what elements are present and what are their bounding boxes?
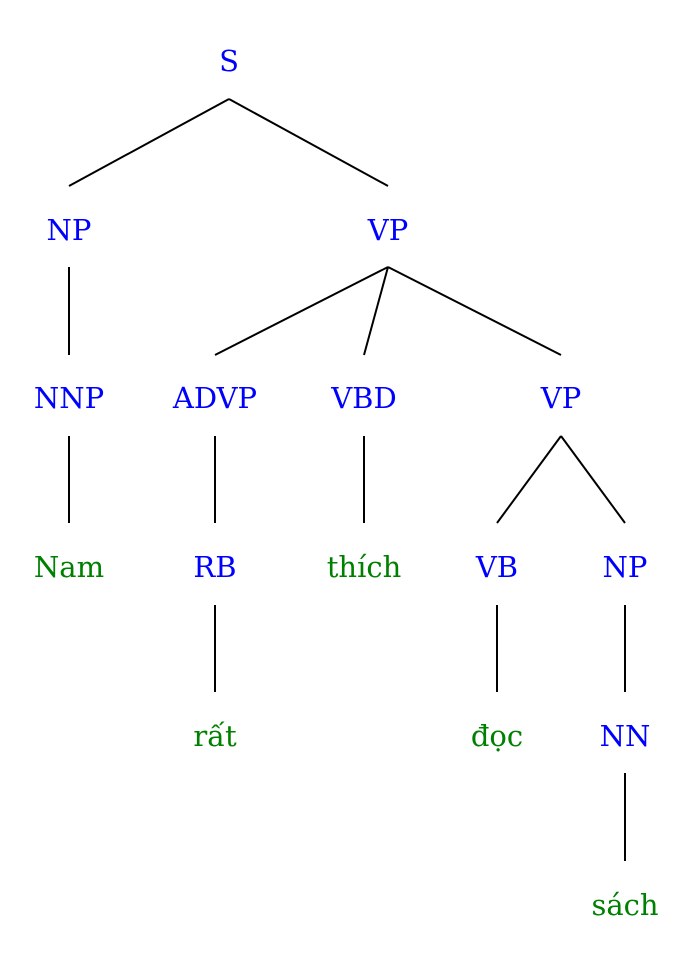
node-advp: ADVP	[172, 381, 257, 415]
node-nn: NN	[600, 719, 651, 753]
node-np-inner: NP	[603, 550, 648, 584]
edge-vp-vp	[387, 266, 562, 356]
node-np: NP	[47, 213, 92, 247]
word-rat: rất	[193, 719, 237, 753]
edge-vp-vb	[496, 435, 562, 524]
tree-edges	[68, 98, 626, 861]
edge-s-np	[68, 98, 230, 187]
node-vp: VP	[367, 213, 408, 247]
edge-vp-advp	[214, 266, 389, 356]
word-thich: thích	[327, 550, 402, 584]
node-s: S	[219, 44, 239, 78]
word-doc: đọc	[471, 719, 523, 753]
edge-s-vp	[228, 98, 389, 187]
tree-nodes: S NP VP NNP ADVP VBD VP Nam RB thích VB …	[34, 44, 659, 922]
word-nam: Nam	[34, 550, 104, 584]
node-vp-inner: VP	[540, 381, 581, 415]
node-vb: VB	[475, 550, 518, 584]
word-sach: sách	[591, 888, 658, 922]
node-vbd: VBD	[330, 381, 397, 415]
node-nnp: NNP	[34, 381, 104, 415]
edge-vp-np	[560, 435, 626, 524]
node-rb: RB	[193, 550, 236, 584]
edge-vp-vbd	[363, 266, 389, 356]
